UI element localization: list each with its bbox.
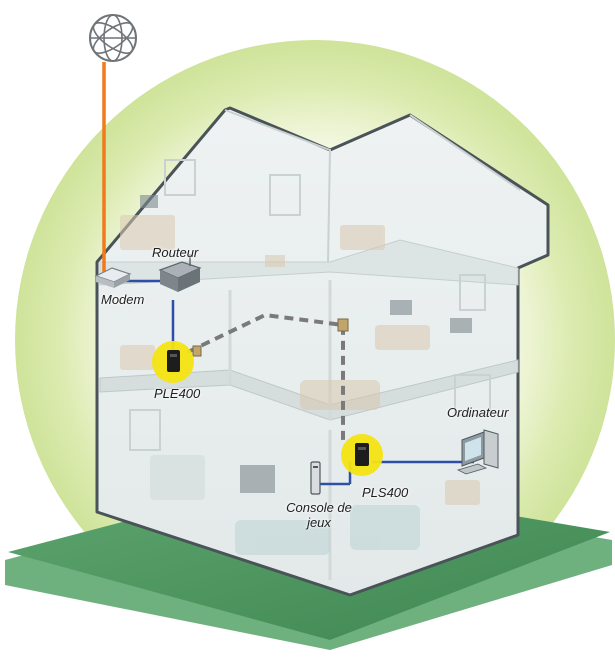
game-console-icon bbox=[310, 461, 321, 495]
router-icon bbox=[158, 254, 202, 292]
label-ordinateur: Ordinateur bbox=[447, 405, 509, 420]
label-console-line2: jeux bbox=[307, 515, 331, 530]
powerline-path bbox=[187, 312, 345, 440]
windows bbox=[129, 159, 491, 451]
roof-inner-line bbox=[224, 109, 332, 263]
powerline-adapter-icon bbox=[341, 434, 383, 476]
house-walls bbox=[95, 106, 550, 597]
label-ple400: PLE400 bbox=[154, 386, 201, 401]
wall-socket bbox=[192, 345, 202, 357]
roof-right-line bbox=[409, 114, 521, 191]
wall-socket bbox=[337, 318, 349, 332]
label-console-line1: Console de bbox=[286, 500, 352, 515]
furniture bbox=[120, 215, 480, 555]
desktop-computer-icon bbox=[456, 429, 499, 475]
label-pls400: PLS400 bbox=[362, 485, 409, 500]
label-console: Console de jeux bbox=[279, 500, 359, 530]
tv-sets bbox=[140, 195, 472, 493]
attic-floor bbox=[99, 239, 519, 286]
label-routeur: Routeur bbox=[152, 245, 199, 260]
middle-floor bbox=[99, 359, 519, 421]
powerline-adapter-icon bbox=[152, 341, 194, 383]
modem-icon bbox=[94, 267, 132, 288]
house bbox=[95, 106, 550, 597]
globe-icon bbox=[89, 14, 137, 62]
label-modem: Modem bbox=[101, 292, 145, 307]
